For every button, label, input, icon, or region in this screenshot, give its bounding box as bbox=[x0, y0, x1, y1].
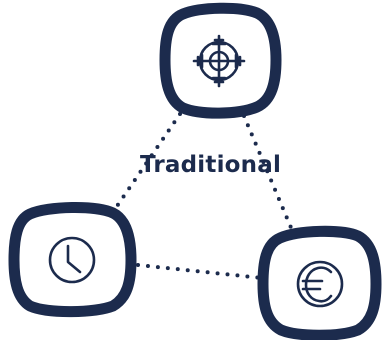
connector-time-cost bbox=[136, 263, 264, 280]
node-frame-time bbox=[8, 202, 137, 318]
center-label: Traditional bbox=[140, 152, 282, 178]
connector-target-time bbox=[111, 112, 182, 214]
connector-target-cost bbox=[242, 114, 294, 232]
connectors bbox=[111, 112, 294, 280]
euro-icon bbox=[296, 260, 344, 308]
node-target bbox=[159, 2, 282, 119]
node-cost bbox=[257, 225, 382, 341]
node-time bbox=[8, 202, 137, 318]
crosshair-icon bbox=[192, 34, 246, 88]
node-frame-cost bbox=[257, 225, 382, 341]
clock-icon bbox=[48, 236, 96, 284]
